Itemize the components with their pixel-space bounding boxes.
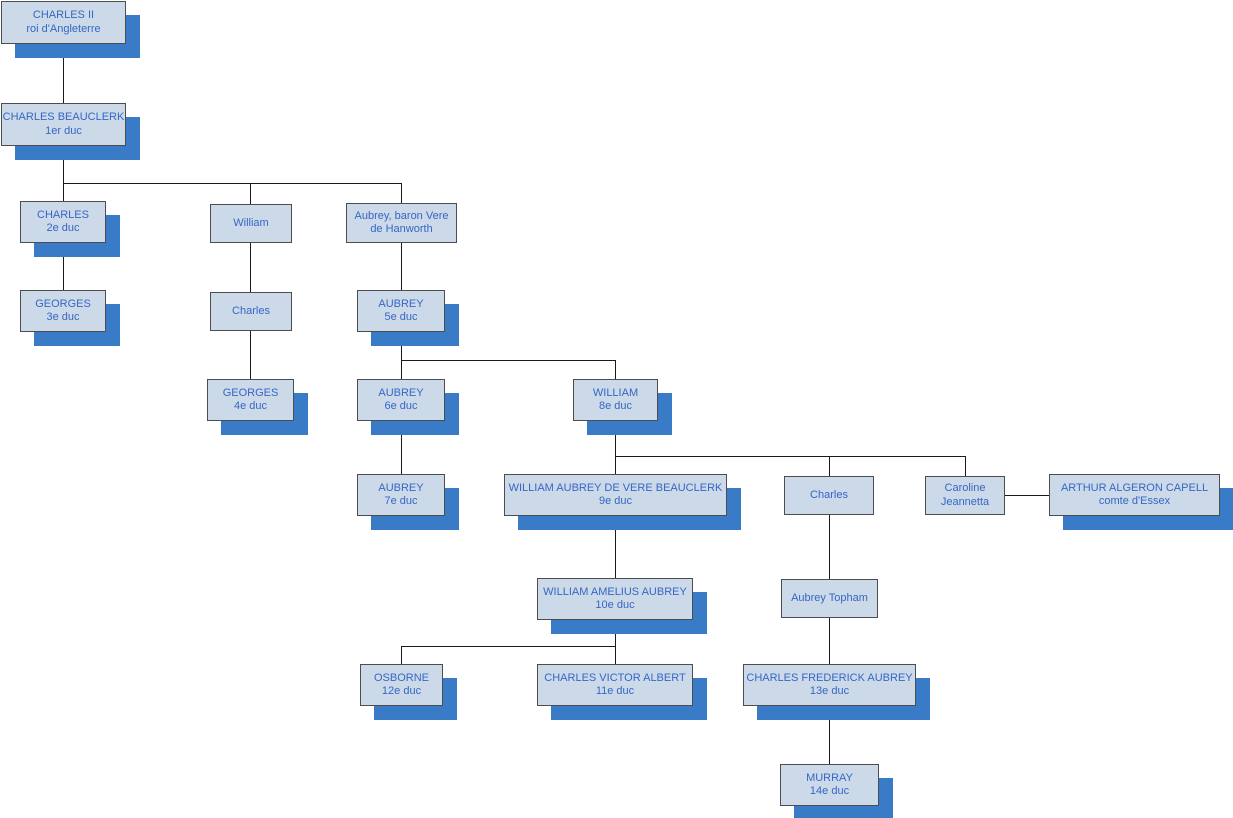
- connector-aubrey10-bus: [401, 646, 616, 647]
- connector-william-to-charles: [250, 243, 251, 293]
- person-name: CHARLES VICTOR ALBERT: [544, 671, 686, 684]
- connector-bus-to-charles2: [63, 183, 64, 202]
- person-name: WILLIAM: [592, 386, 639, 399]
- person-node-charles1[interactable]: Charles: [210, 292, 292, 331]
- person-title: 6e duc: [384, 400, 418, 412]
- person-name: Aubrey, baron Vere de Hanworth: [354, 209, 449, 235]
- connector-caroline-to-capell: [1005, 495, 1050, 496]
- person-name: Charles: [232, 304, 270, 317]
- connector-c2-to-b1: [63, 44, 64, 103]
- connector-aubrey6-to-aubrey7: [401, 421, 402, 475]
- person-name: Charles: [810, 488, 848, 501]
- person-name: GEORGES: [35, 297, 91, 310]
- person-node-william1[interactable]: William: [210, 204, 292, 243]
- connector-b1-down: [63, 146, 64, 184]
- connector-william8-down: [615, 421, 616, 457]
- connector-charles3-to-topham: [829, 515, 830, 580]
- person-name: CHARLES: [37, 208, 89, 221]
- person-name: ARTHUR ALGERON CAPELL: [1060, 481, 1209, 494]
- person-title: 9e duc: [598, 495, 633, 507]
- person-title: 7e duc: [384, 495, 418, 507]
- connector-bus-to-william8: [615, 360, 616, 380]
- connector-bus-to-aubrey6: [401, 360, 402, 380]
- connector-bus-to-9educ: [615, 456, 616, 475]
- person-name: AUBREY: [378, 386, 424, 399]
- person-name: GEORGES: [222, 386, 279, 399]
- person-name: OSBORNE: [373, 671, 429, 684]
- person-name: CHARLES BEAUCLERK: [2, 111, 125, 124]
- person-title: 11e duc: [595, 685, 635, 697]
- person-title: 13e duc: [809, 685, 850, 697]
- person-title: roi d'Angleterre: [26, 22, 101, 35]
- connector-aubrey5-down: [401, 332, 402, 361]
- person-name: CHARLES II: [32, 9, 95, 22]
- person-node-topham[interactable]: Aubrey Topham: [781, 579, 878, 618]
- person-name: AUBREY: [378, 297, 424, 310]
- connector-charles2-to-georges3: [63, 243, 64, 291]
- connector-bus-to-charles3: [829, 456, 830, 477]
- person-title: 8e duc: [598, 400, 633, 412]
- connector-charles-to-georges4: [250, 331, 251, 380]
- person-title: 12e duc: [381, 685, 422, 697]
- person-title: 3e duc: [46, 311, 80, 323]
- person-node-charles3[interactable]: Charles: [784, 476, 874, 515]
- person-name: Aubrey Topham: [791, 591, 868, 604]
- person-name: CHARLES FREDERICK AUBREY: [746, 671, 913, 684]
- person-name: WILLIAM AUBREY DE VERE BEAUCLERK: [508, 481, 723, 494]
- person-name: AUBREY: [378, 481, 424, 494]
- person-title: 14e duc: [809, 785, 850, 797]
- person-node-caroline[interactable]: Caroline Jeannetta: [925, 476, 1005, 515]
- connector-bus-to-caroline: [965, 456, 966, 477]
- connector-b1-bus: [63, 183, 402, 184]
- person-node-aubreybaron[interactable]: Aubrey, baron Vere de Hanworth: [346, 203, 457, 243]
- connector-aubreybaron-to-aubrey5: [401, 243, 402, 291]
- person-title: 1er duc: [45, 124, 82, 137]
- person-name: Caroline Jeannetta: [940, 482, 990, 508]
- person-title: 2e duc: [46, 222, 80, 234]
- person-name: William: [233, 216, 269, 229]
- connector-william8-bus: [615, 456, 966, 457]
- connector-9educ-to-10educ: [615, 516, 616, 579]
- connector-bus-to-william: [250, 183, 251, 205]
- person-title: 4e duc: [233, 400, 268, 412]
- person-title: comte d'Essex: [1098, 495, 1171, 507]
- connector-bus-to-cva11: [615, 646, 616, 665]
- connector-bus-to-osborne: [401, 646, 402, 665]
- connector-topham-to-cfa13: [829, 618, 830, 665]
- person-name: WILLIAM AMELIUS AUBREY: [543, 585, 687, 598]
- connector-cfa13-to-murray: [829, 706, 830, 765]
- connector-aubrey5-bus: [401, 360, 616, 361]
- person-title: 10e duc: [595, 599, 635, 611]
- person-title: 5e duc: [384, 311, 418, 323]
- connector-bus-to-aubreybaron: [401, 183, 402, 204]
- person-name: MURRAY: [806, 771, 853, 784]
